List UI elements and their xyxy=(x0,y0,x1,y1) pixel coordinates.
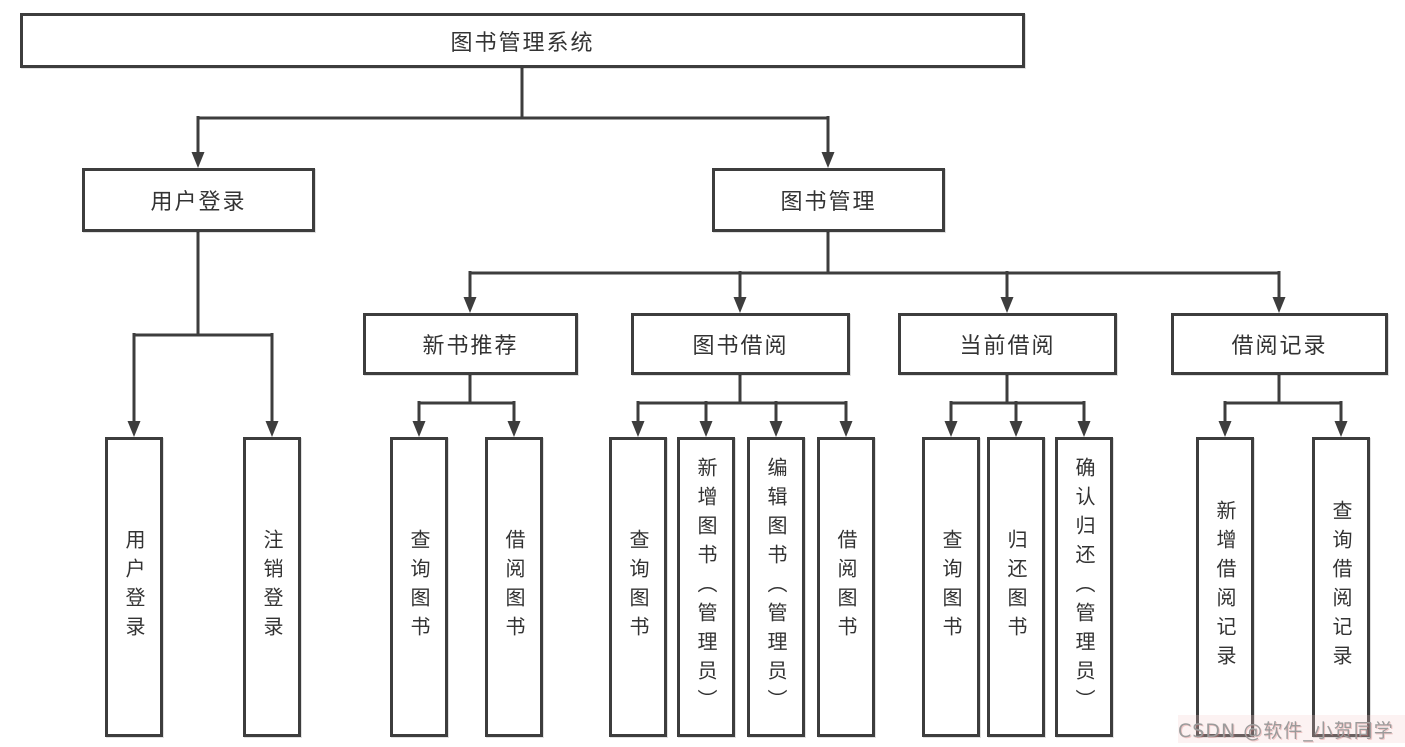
leaf-borrow-book-borrowing: 借阅图书 xyxy=(817,437,875,737)
arrow-down-icon xyxy=(733,297,747,313)
leaf-borrow-book-recommend: 借阅图书 xyxy=(485,437,543,737)
leaf-query-book-borrowing: 查询图书 xyxy=(609,437,667,737)
node-label: 新增图书（管理员） xyxy=(694,456,718,718)
arrow-down-icon xyxy=(1272,297,1286,313)
node-borrow-records: 借阅记录 xyxy=(1171,313,1388,375)
node-label: 查询图书 xyxy=(407,529,431,645)
arrow-down-icon xyxy=(1000,297,1014,313)
arrow-down-icon xyxy=(631,421,645,437)
csdn-watermark: CSDN @软件_小贺同学 xyxy=(1178,715,1405,743)
node-label: 编辑图书（管理员） xyxy=(764,456,788,718)
arrow-down-icon xyxy=(1077,421,1091,437)
arrow-down-icon xyxy=(1009,421,1023,437)
arrow-down-icon xyxy=(944,421,958,437)
node-label: 图书管理 xyxy=(780,190,877,215)
node-user-login: 用户登录 xyxy=(82,168,315,232)
node-new-book-recommend: 新书推荐 xyxy=(363,313,578,375)
node-label: 新增借阅记录 xyxy=(1213,500,1237,674)
node-label: 当前借阅 xyxy=(959,334,1056,359)
arrow-down-icon xyxy=(839,421,853,437)
leaf-edit-book-admin: 编辑图书（管理员） xyxy=(747,437,805,737)
node-label: 用户登录 xyxy=(150,190,247,215)
leaf-query-borrow-record: 查询借阅记录 xyxy=(1312,437,1370,737)
leaf-return-book: 归还图书 xyxy=(987,437,1045,737)
arrow-down-icon xyxy=(769,421,783,437)
node-label: 确认归还（管理员） xyxy=(1072,456,1096,718)
node-current-borrowing: 当前借阅 xyxy=(898,313,1117,375)
leaf-confirm-return-admin: 确认归还（管理员） xyxy=(1055,437,1113,737)
arrow-down-icon xyxy=(699,421,713,437)
node-root-system: 图书管理系统 xyxy=(20,13,1025,68)
node-label: 查询图书 xyxy=(626,529,650,645)
node-label: 借阅图书 xyxy=(834,529,858,645)
node-label: 查询图书 xyxy=(939,529,963,645)
leaf-add-book-admin: 新增图书（管理员） xyxy=(677,437,735,737)
arrow-down-icon xyxy=(821,152,835,168)
leaf-user-login: 用户登录 xyxy=(105,437,163,737)
node-label: 新书推荐 xyxy=(422,334,519,359)
node-label: 图书管理系统 xyxy=(450,30,595,56)
leaf-logout: 注销登录 xyxy=(243,437,301,737)
node-label: 查询借阅记录 xyxy=(1329,500,1353,674)
leaf-add-borrow-record: 新增借阅记录 xyxy=(1196,437,1254,737)
arrow-down-icon xyxy=(127,421,141,437)
node-label: 借阅图书 xyxy=(502,529,526,645)
node-book-management: 图书管理 xyxy=(712,168,945,232)
node-label: 归还图书 xyxy=(1004,529,1028,645)
node-label: 图书借阅 xyxy=(692,334,789,359)
node-label: 注销登录 xyxy=(260,529,284,645)
arrow-down-icon xyxy=(412,421,426,437)
node-label: 用户登录 xyxy=(122,529,146,645)
leaf-query-book-recommend: 查询图书 xyxy=(390,437,448,737)
arrow-down-icon xyxy=(265,421,279,437)
arrow-down-icon xyxy=(463,297,477,313)
arrow-down-icon xyxy=(507,421,521,437)
leaf-query-book-current: 查询图书 xyxy=(922,437,980,737)
arrow-down-icon xyxy=(191,152,205,168)
arrow-down-icon xyxy=(1218,421,1232,437)
arrow-down-icon xyxy=(1334,421,1348,437)
node-book-borrowing: 图书借阅 xyxy=(631,313,850,375)
node-label: 借阅记录 xyxy=(1231,334,1328,359)
